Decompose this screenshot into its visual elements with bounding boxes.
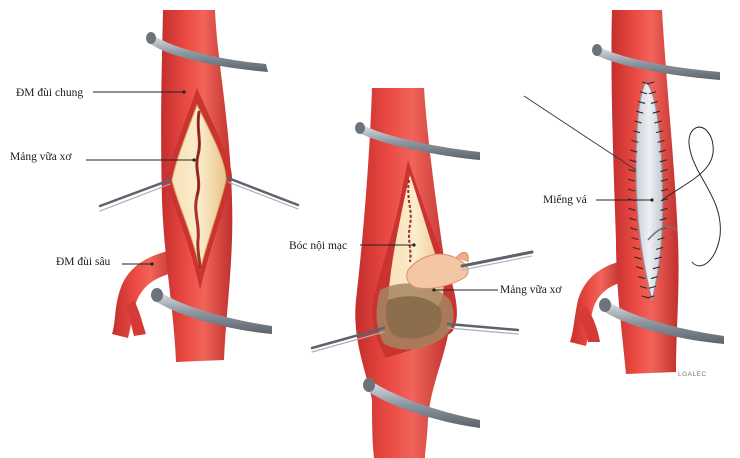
label-boc-noi-mac: Bóc nội mạc bbox=[289, 240, 347, 252]
label-mang-vua-xo-2: Mảng vữa xơ bbox=[500, 284, 562, 296]
panel-1-arteriotomy bbox=[100, 10, 298, 362]
panel-3-patch-closure bbox=[570, 10, 724, 374]
label-group-dm-dui-chung: ĐM đùi chung bbox=[16, 87, 186, 99]
retractor-right-1 bbox=[228, 178, 298, 205]
panel-2-endarterectomy bbox=[312, 88, 532, 458]
retractor-left-1 bbox=[100, 180, 170, 206]
label-mieng-va: Miếng vá bbox=[543, 193, 587, 206]
label-mang-vua-xo-1: Mảng vữa xơ bbox=[10, 151, 72, 163]
label-dm-dui-chung: ĐM đùi chung bbox=[16, 87, 83, 99]
illustrator-credit: LGALEC bbox=[678, 371, 707, 378]
label-dm-dui-sau: ĐM đùi sâu bbox=[56, 256, 111, 268]
dissector-instrument bbox=[462, 252, 532, 266]
profunda-branch bbox=[112, 250, 176, 338]
